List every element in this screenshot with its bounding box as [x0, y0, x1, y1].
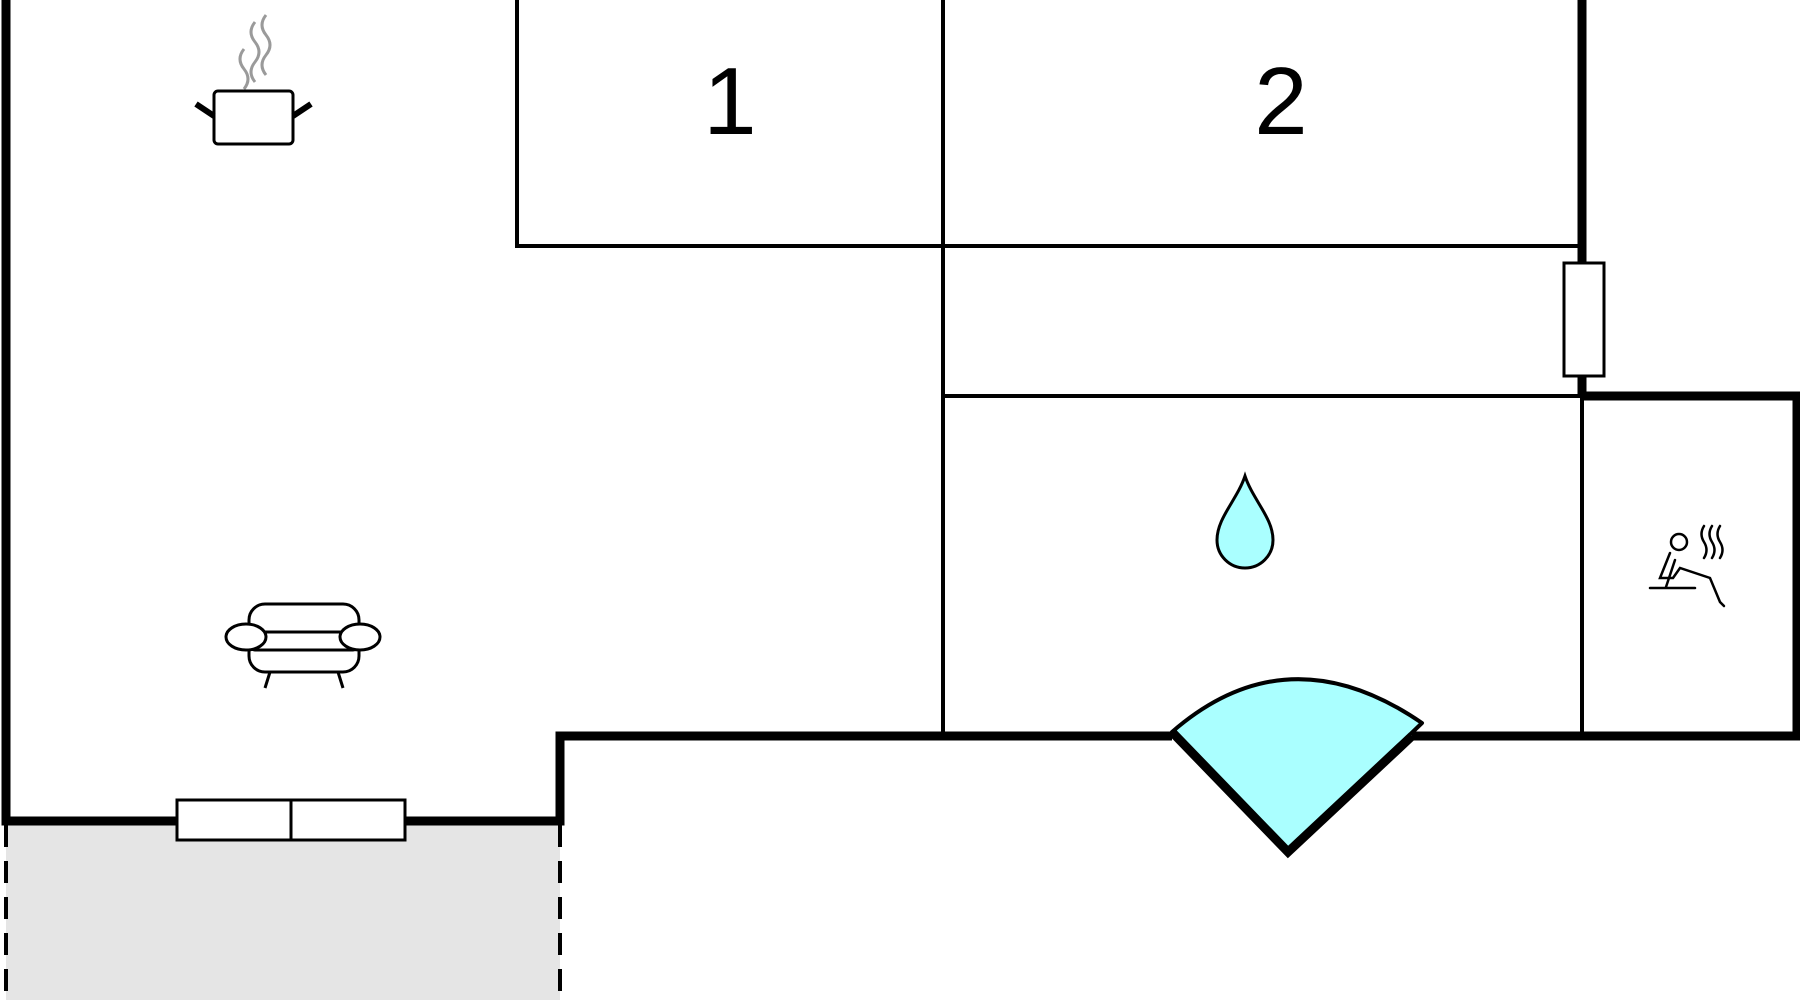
- window-living: [175, 798, 407, 842]
- exterior-walls: [1, 0, 1800, 826]
- hot-tub-icon: [1168, 677, 1424, 859]
- armchair-icon: [224, 602, 382, 689]
- bedroom-2-label: 2: [1254, 48, 1308, 155]
- cooking-pot-icon: [194, 14, 313, 146]
- bedroom-1-label: 1: [703, 48, 757, 155]
- interior-walls: [515, 0, 1584, 736]
- water-drop-icon: [1215, 471, 1275, 570]
- sauna-icon: [1648, 524, 1726, 608]
- terrace-area: [6, 821, 560, 1000]
- window-hall: [1562, 261, 1606, 378]
